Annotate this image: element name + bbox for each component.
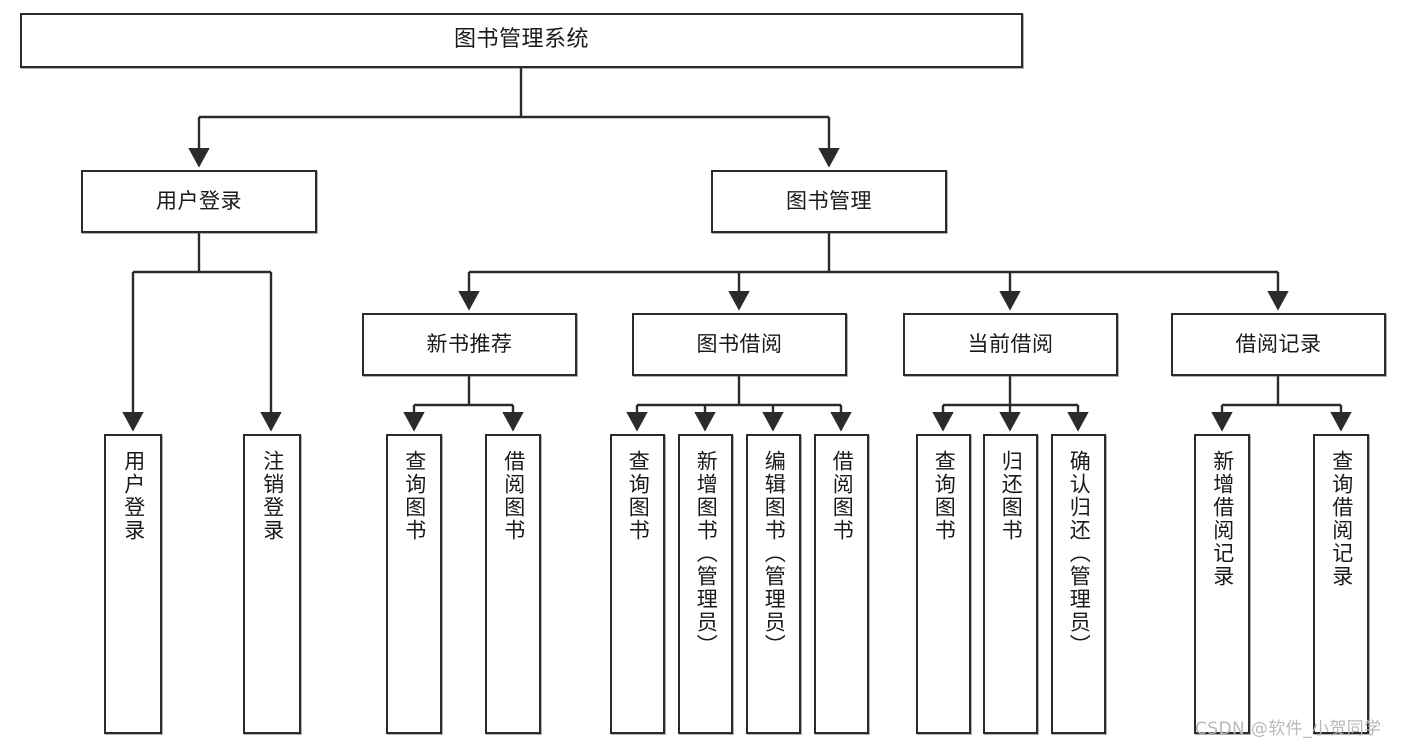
node-label: 图书管理系统: [453, 27, 589, 53]
node-label: 归还图书: [999, 450, 1024, 542]
watermark-text: CSDN @软件_小贺同学: [1195, 719, 1382, 739]
node-label: 新增借阅记录: [1210, 450, 1235, 588]
node-label: 新增图书（管理员）: [694, 450, 719, 657]
leaf-logout[interactable]: 注销登录: [243, 434, 301, 734]
node-user-login[interactable]: 用户登录: [81, 170, 317, 233]
node-label: 借阅图书: [830, 450, 855, 542]
leaf-query-book-new-book-rec[interactable]: 查询图书: [386, 434, 442, 734]
node-label: 借阅记录: [1235, 331, 1322, 356]
node-label: 用户登录: [156, 188, 242, 213]
leaf-add-book-admin[interactable]: 新增图书（管理员）: [678, 434, 733, 734]
node-borrowing-records[interactable]: 借阅记录: [1171, 313, 1386, 376]
node-label: 查询借阅记录: [1329, 450, 1354, 588]
node-label: 当前借阅: [967, 331, 1054, 356]
leaf-add-borrow-record[interactable]: 新增借阅记录: [1194, 434, 1250, 734]
node-book-management[interactable]: 图书管理: [711, 170, 947, 233]
leaf-query-book-current-borrow[interactable]: 查询图书: [916, 434, 971, 734]
node-label: 用户登录: [121, 450, 146, 542]
node-label: 编辑图书（管理员）: [762, 450, 787, 657]
leaf-confirm-return-admin[interactable]: 确认归还（管理员）: [1051, 434, 1106, 734]
node-label: 查询图书: [626, 450, 651, 542]
node-label: 查询图书: [932, 450, 957, 542]
leaf-edit-book-admin[interactable]: 编辑图书（管理员）: [746, 434, 801, 734]
node-label: 注销登录: [260, 450, 285, 542]
node-label: 图书借阅: [696, 331, 783, 356]
leaf-user-login[interactable]: 用户登录: [104, 434, 162, 734]
node-current-borrowing[interactable]: 当前借阅: [903, 313, 1118, 376]
leaf-borrow-book-new-book-rec[interactable]: 借阅图书: [485, 434, 541, 734]
node-label: 确认归还（管理员）: [1067, 450, 1092, 657]
leaf-query-book-book-borrow[interactable]: 查询图书: [610, 434, 665, 734]
node-label: 查询图书: [402, 450, 427, 542]
node-label: 图书管理: [786, 188, 872, 213]
node-book-borrowing[interactable]: 图书借阅: [632, 313, 847, 376]
node-label: 新书推荐: [426, 331, 513, 356]
node-new-book-recommendation[interactable]: 新书推荐: [362, 313, 577, 376]
leaf-borrow-book-book-borrow[interactable]: 借阅图书: [814, 434, 869, 734]
node-label: 借阅图书: [501, 450, 526, 542]
leaf-query-borrow-record[interactable]: 查询借阅记录: [1313, 434, 1369, 734]
leaf-return-book[interactable]: 归还图书: [983, 434, 1038, 734]
node-root-book-management-system[interactable]: 图书管理系统: [20, 13, 1023, 68]
